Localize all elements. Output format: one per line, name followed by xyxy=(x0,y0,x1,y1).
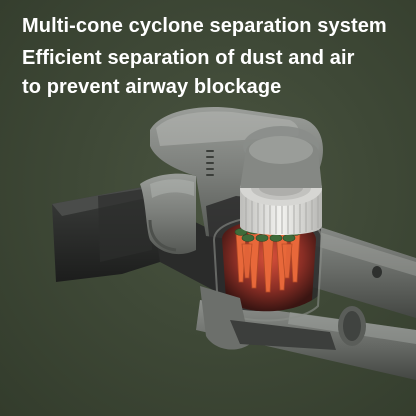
handle xyxy=(140,173,196,255)
headline-line-2: Efficient separation of dust and air xyxy=(22,47,355,69)
headline-line-3: to prevent airway blockage xyxy=(22,76,282,98)
base xyxy=(200,286,336,350)
filter xyxy=(240,126,322,235)
headline-line-1: Multi-cone cyclone separation system xyxy=(22,15,387,37)
